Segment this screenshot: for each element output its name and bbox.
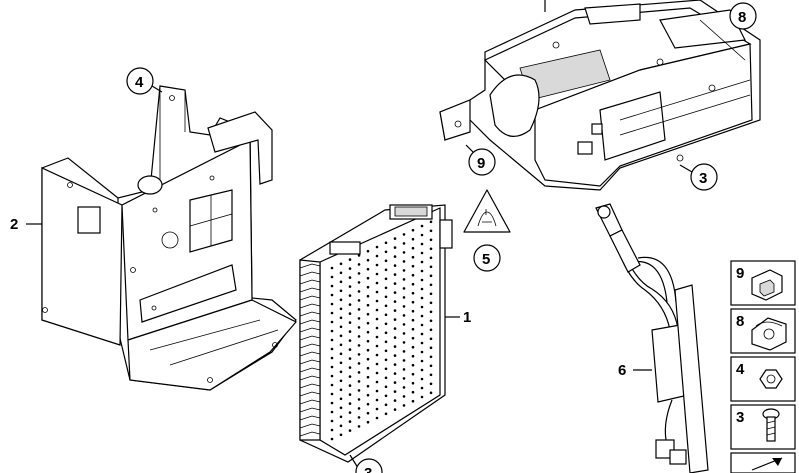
callout-circle-3-lower[interactable]	[355, 458, 383, 473]
cable-module-part-6[interactable]	[595, 203, 709, 473]
callout-circle-4[interactable]	[126, 67, 154, 95]
callout-1: 1	[463, 309, 471, 326]
amplifier-part-1[interactable]	[299, 204, 453, 463]
hex-nut-icon	[759, 369, 783, 389]
leader-line-3-lower	[349, 454, 359, 469]
screw-icon	[762, 408, 780, 442]
callout-circle-3-upper[interactable]	[690, 163, 718, 191]
leader-line-3-upper	[679, 164, 693, 173]
leader-line-4	[151, 85, 163, 93]
callout-circle-5[interactable]	[473, 244, 501, 272]
vent-holes	[330, 220, 433, 441]
clip-icon	[751, 269, 783, 301]
arrow-icon	[751, 457, 783, 471]
carrier-frame[interactable]	[439, 0, 761, 191]
callout-4: 4	[135, 74, 144, 91]
callout-2: 2	[10, 216, 18, 233]
callout-3-lower: 3	[364, 465, 372, 473]
spring-nut-icon	[751, 317, 787, 351]
legend-label-3: 3	[736, 409, 744, 426]
legend-label-4: 4	[736, 361, 745, 378]
bracket-part-2[interactable]	[41, 85, 297, 391]
callout-circle-8[interactable]	[729, 2, 757, 30]
legend-label-9: 9	[736, 265, 744, 282]
warning-label-part-5[interactable]	[463, 189, 511, 233]
small-parts-legend: 9 8 4 3	[730, 260, 796, 473]
connector-symbol-icon	[477, 209, 497, 227]
legend-label-8: 8	[736, 313, 744, 330]
callout-5: 5	[482, 251, 490, 268]
callout-3-upper: 3	[699, 170, 707, 187]
legend-cell-arrow[interactable]	[730, 452, 796, 473]
callout-circle-9[interactable]	[468, 148, 496, 176]
callout-9: 9	[477, 155, 485, 172]
callout-6: 6	[618, 362, 626, 379]
callout-8: 8	[738, 9, 746, 26]
heat-sink-fins	[299, 263, 321, 437]
